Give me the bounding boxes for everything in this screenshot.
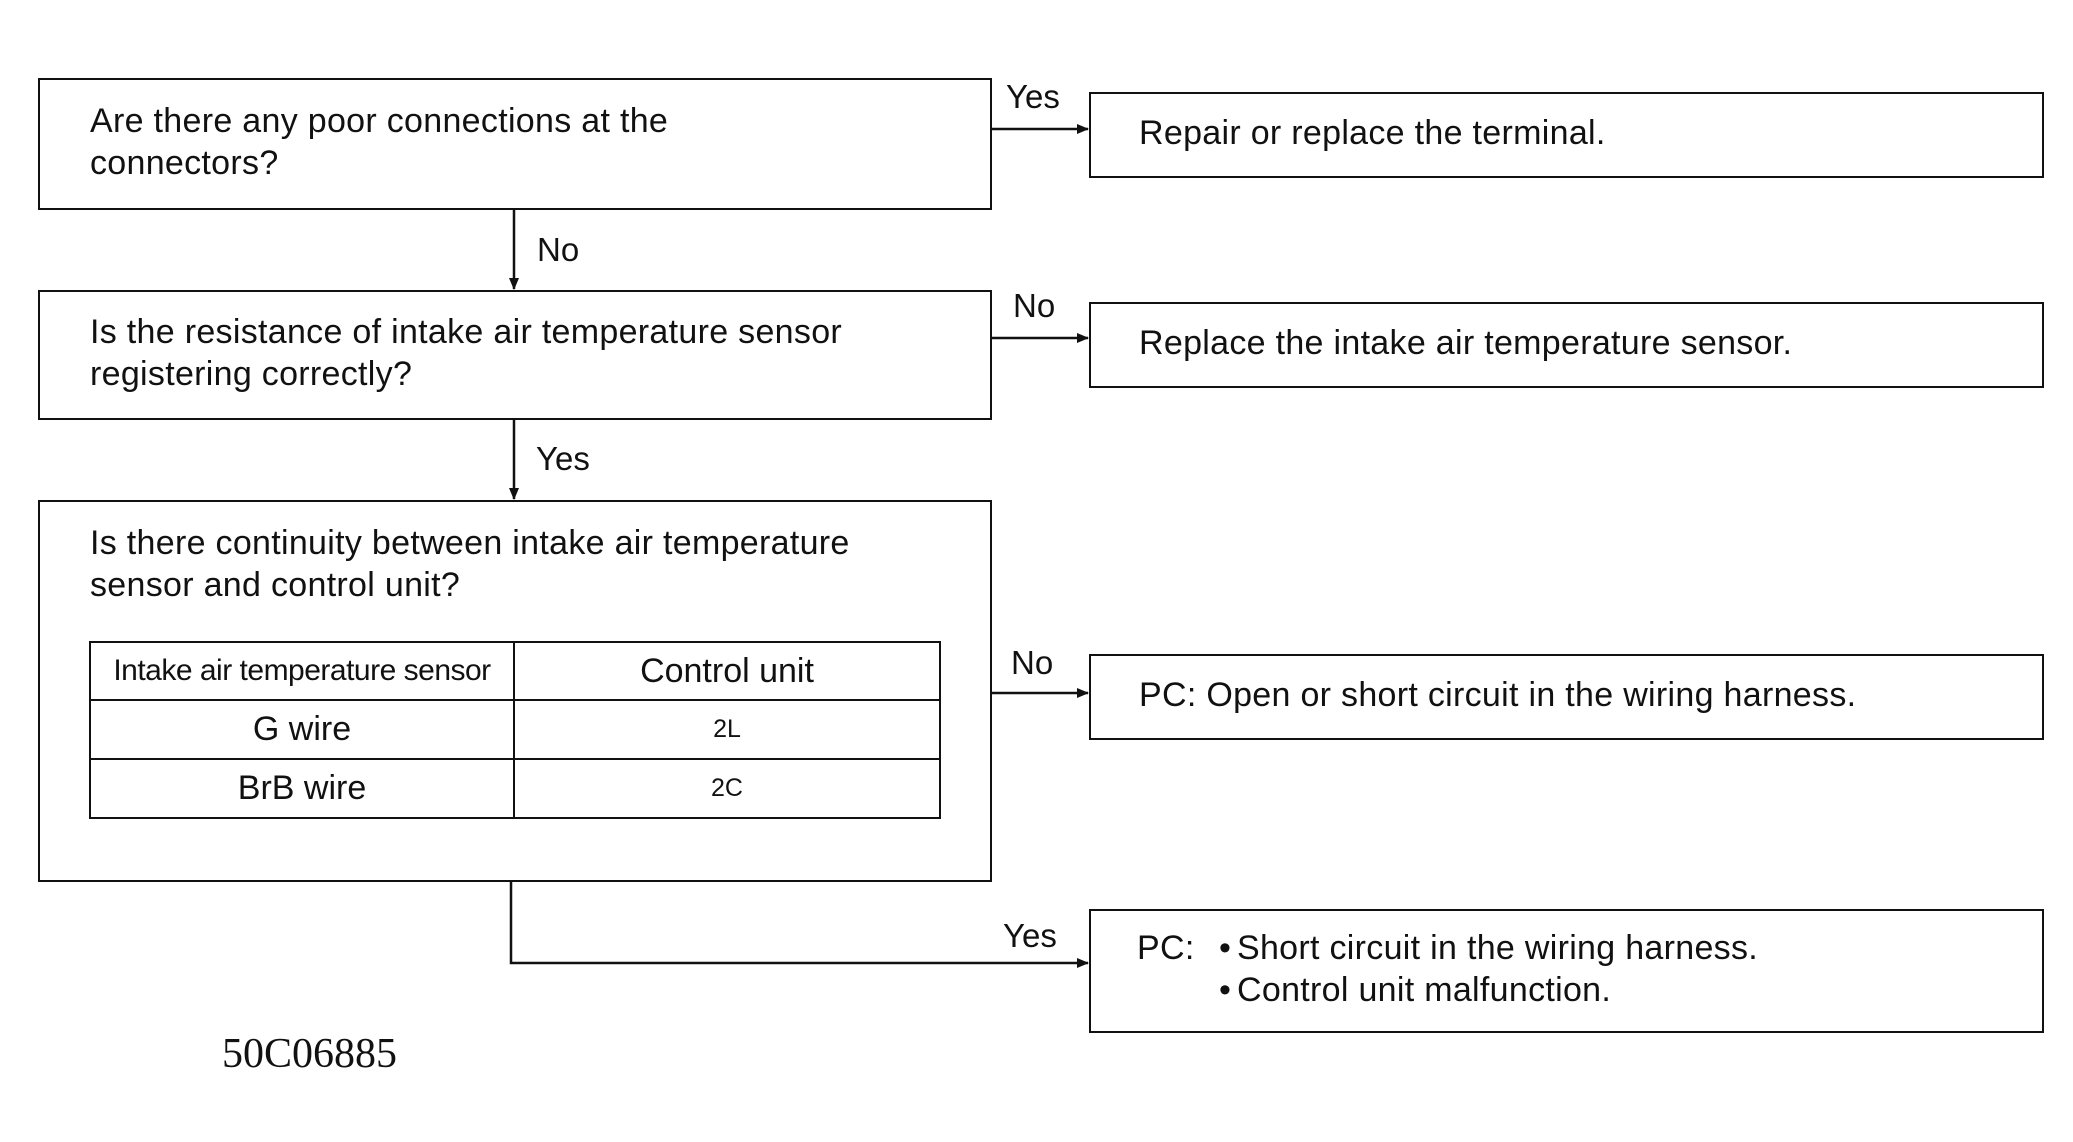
branch-label-yes: Yes: [536, 440, 590, 477]
result-box-repair-terminal: Repair or replace the terminal.: [1089, 92, 2044, 178]
table-cell-wire: G wire: [89, 699, 515, 760]
continuity-table: Intake air temperature sensor Control un…: [89, 641, 941, 819]
table-header-row: Intake air temperature sensor Control un…: [89, 641, 941, 701]
question-box-connections: Are there any poor connections at the co…: [38, 78, 992, 210]
result-bullet-text: Control unit malfunction.: [1237, 971, 1612, 1009]
question-box-continuity: Is there continuity between intake air t…: [38, 500, 992, 882]
result-prefix-text: PC:: [1137, 929, 1195, 967]
branch-label-no: No: [537, 231, 580, 268]
table-row: G wire 2L: [89, 699, 941, 760]
result-bullet-text: Short circuit in the wiring harness.: [1237, 929, 1759, 967]
table-row: BrB wire 2C: [89, 758, 941, 819]
table-cell-terminal: 2L: [513, 699, 941, 760]
bullet-icon: •: [1219, 971, 1232, 1009]
result-box-replace-sensor: Replace the intake air temperature senso…: [1089, 302, 2044, 388]
table-header-sensor: Intake air temperature sensor: [89, 641, 515, 701]
result-open-short-text: PC: Open or short circuit in the wiring …: [1139, 676, 1857, 714]
branch-label-no: No: [1013, 287, 1056, 324]
result-box-short-malfunction: PC: • Short circuit in the wiring harnes…: [1089, 909, 2044, 1033]
question-resistance-text: Is the resistance of intake air temperat…: [90, 313, 843, 393]
result-box-open-short: PC: Open or short circuit in the wiring …: [1089, 654, 2044, 740]
result-repair-terminal-text: Repair or replace the terminal.: [1139, 114, 1606, 152]
question-connections-text: Are there any poor connections at the co…: [90, 102, 669, 182]
bullet-icon: •: [1219, 929, 1232, 967]
figure-code: 50C06885: [222, 1031, 398, 1077]
question-box-resistance: Is the resistance of intake air temperat…: [38, 290, 992, 420]
branch-label-no: No: [1011, 644, 1054, 681]
table-cell-wire: BrB wire: [89, 758, 515, 819]
question-continuity-text: Is there continuity between intake air t…: [90, 524, 850, 604]
branch-label-yes: Yes: [1006, 78, 1060, 115]
table-cell-terminal: 2C: [513, 758, 941, 819]
result-replace-sensor-text: Replace the intake air temperature senso…: [1139, 324, 1793, 362]
branch-label-yes: Yes: [1003, 917, 1057, 954]
arrow-q3-to-r4: [509, 881, 1089, 968]
table-header-control-unit: Control unit: [513, 641, 941, 701]
